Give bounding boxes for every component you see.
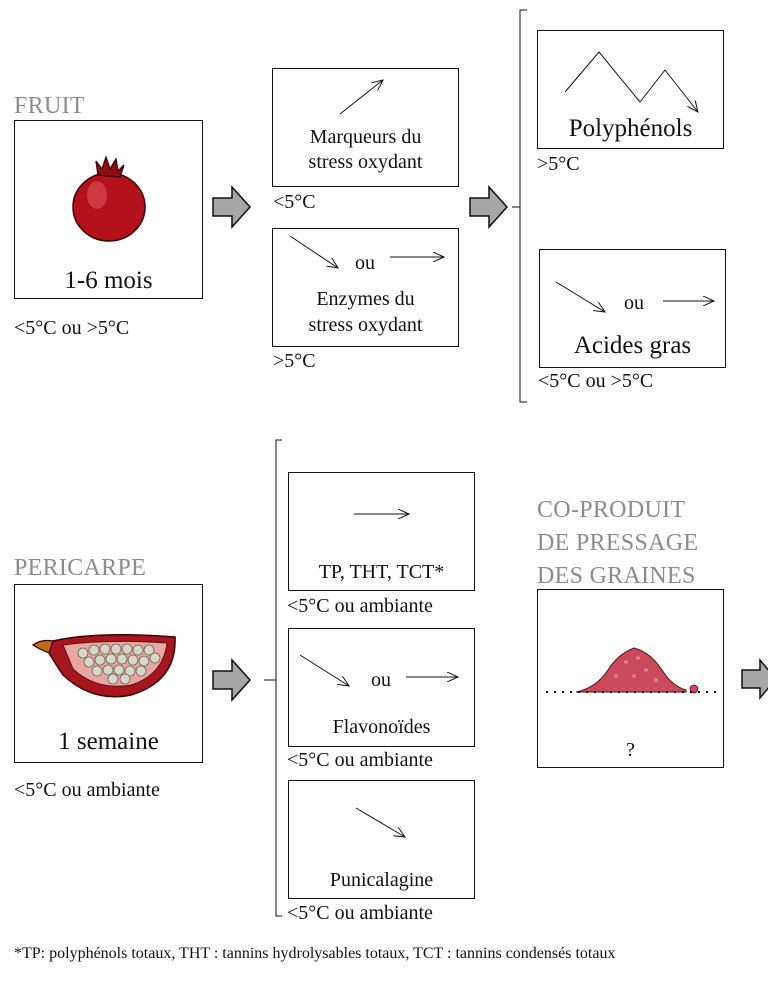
pericarp-duration: 1 semaine bbox=[58, 728, 159, 755]
block-arrow-pericarp bbox=[212, 658, 252, 702]
coproduct-box: ? bbox=[537, 589, 724, 768]
pericarp-condition: <5°C ou ambiante bbox=[14, 779, 160, 801]
enzymes-condition: >5°C bbox=[273, 350, 316, 372]
markers-condition: <5°C bbox=[273, 191, 316, 213]
coproduct-value: ? bbox=[626, 739, 635, 761]
fruit-title: FRUIT bbox=[14, 93, 85, 119]
markers-label-line1: Marqueurs du bbox=[309, 126, 422, 148]
tp-label: TP, THT, TCT* bbox=[318, 561, 445, 583]
bracket-fruit-results bbox=[512, 9, 527, 403]
flavonoids-label: Flavonoïdes bbox=[332, 716, 431, 738]
block-arrow-fruit bbox=[212, 185, 252, 229]
fatty-acids-label: Acides gras bbox=[573, 332, 692, 359]
markers-label-line2: stress oxydant bbox=[308, 151, 423, 173]
fruit-box: 1-6 mois bbox=[14, 120, 203, 299]
fatty-acids-ou: ou bbox=[624, 292, 644, 314]
enzymes-label-line1: Enzymes du bbox=[316, 288, 415, 310]
enzymes-label-line2: stress oxydant bbox=[308, 314, 423, 336]
enzymes-ou: ou bbox=[355, 252, 375, 274]
punicalagin-label: Punicalagine bbox=[329, 869, 434, 891]
fatty-acids-box: ou Acides gras bbox=[539, 249, 726, 368]
coproduct-title-line2: DE PRESSAGE bbox=[537, 530, 699, 556]
enzymes-box: ou Enzymes du stress oxydant bbox=[272, 228, 459, 347]
punicalagin-box: Punicalagine bbox=[288, 780, 475, 899]
bracket-pericarp-results bbox=[264, 439, 282, 917]
polyphenols-label: Polyphénols bbox=[568, 115, 693, 142]
coproduct-arrow-question: ? bbox=[758, 668, 766, 688]
pericarp-title: PERICARPE bbox=[14, 555, 147, 581]
pericarp-box: 1 semaine bbox=[14, 584, 203, 763]
pomegranate-slice-icon bbox=[31, 634, 176, 698]
tp-condition: <5°C ou ambiante bbox=[287, 595, 433, 617]
tp-box: TP, THT, TCT* bbox=[288, 472, 475, 591]
block-arrow-markers bbox=[469, 185, 509, 229]
punicalagin-condition: <5°C ou ambiante bbox=[287, 902, 433, 924]
polyphenols-box: Polyphénols bbox=[537, 30, 724, 149]
markers-box: Marqueurs du stress oxydant bbox=[272, 68, 459, 187]
fruit-duration: 1-6 mois bbox=[64, 267, 153, 294]
pomegranate-icon bbox=[72, 154, 146, 242]
fruit-arrow-question: ? bbox=[480, 200, 488, 220]
flavonoids-condition: <5°C ou ambiante bbox=[287, 749, 433, 771]
flavonoids-ou: ou bbox=[371, 669, 391, 691]
fruit-condition: <5°C ou >5°C bbox=[14, 317, 130, 339]
flavonoids-box: ou Flavonoïdes bbox=[288, 628, 475, 747]
coproduct-title-line3: DES GRAINES bbox=[537, 563, 696, 589]
coproduct-title-line1: CO-PRODUIT bbox=[537, 497, 686, 523]
polyphenols-condition: >5°C bbox=[537, 153, 580, 175]
fatty-acids-condition: <5°C ou >5°C bbox=[538, 370, 654, 392]
footnote: *TP: polyphénols totaux, THT : tannins h… bbox=[14, 945, 616, 962]
seed-residue-icon bbox=[546, 647, 716, 694]
